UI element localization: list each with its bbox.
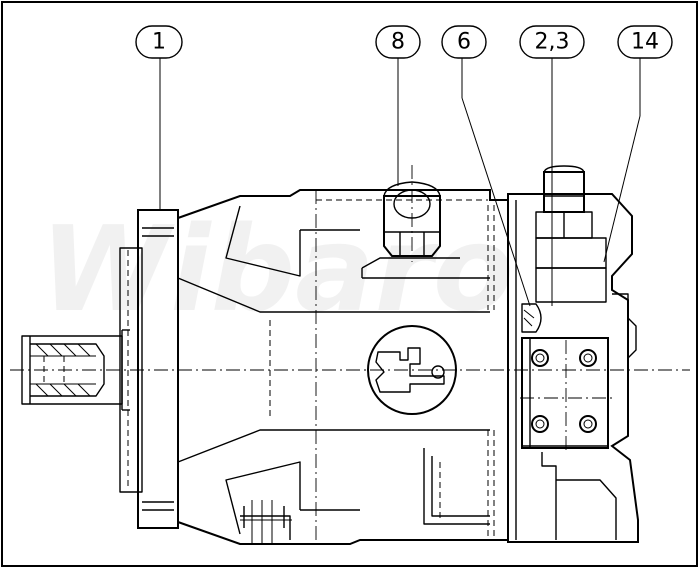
mounting-flange (119, 209, 179, 529)
callout-6: 6 (441, 25, 487, 59)
callout-2-3-label: 2,3 (535, 30, 570, 55)
bolt-heads (531, 349, 597, 433)
callout-1-label: 1 (152, 30, 166, 55)
callout-8-label: 8 (391, 30, 405, 55)
callout-6-label: 6 (457, 30, 471, 55)
leader-lines (159, 58, 641, 307)
watermark-logo: Wibaro (40, 200, 514, 338)
adjustment-knob (367, 325, 457, 415)
callout-1: 1 (135, 25, 183, 59)
center-lines (10, 165, 690, 545)
callout-8: 8 (375, 25, 421, 59)
callout-14-label: 14 (631, 30, 659, 55)
port-fitting (383, 181, 441, 257)
callout-14: 14 (617, 25, 673, 59)
drive-shaft (21, 329, 130, 411)
controller-block (507, 165, 639, 543)
callout-2-3: 2,3 (519, 25, 585, 59)
pump-housing (177, 189, 508, 545)
